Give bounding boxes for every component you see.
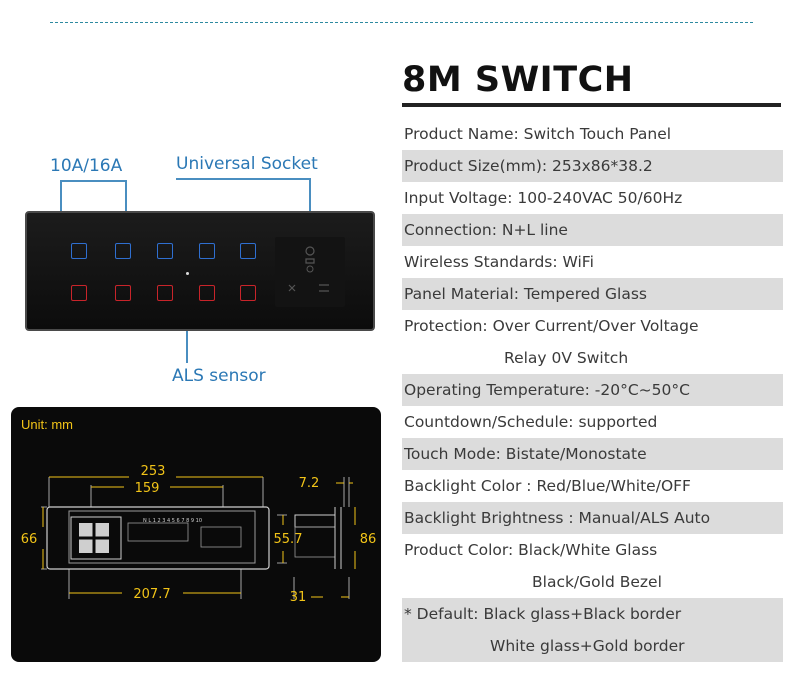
spec-row: Product Size(mm): 253x86*38.2	[402, 150, 783, 182]
ext-line	[293, 577, 350, 599]
side-view	[294, 514, 336, 528]
switch-panel	[25, 211, 375, 331]
ext-line	[41, 506, 47, 570]
front-outline	[46, 506, 270, 570]
spec-row: Product Name: Switch Touch Panel	[404, 125, 672, 143]
board-block	[127, 522, 189, 542]
dim-253: 253	[141, 464, 166, 479]
spec-row-continued: Relay 0V Switch	[504, 349, 629, 367]
touch-key	[240, 285, 256, 301]
touch-key	[71, 243, 87, 259]
board-block	[200, 526, 242, 548]
spec-row-continued: Black/Gold Bezel	[532, 573, 662, 591]
spec-list: Product Name: Switch Touch Panel Product…	[402, 118, 783, 662]
touch-key	[240, 243, 256, 259]
touch-key	[71, 285, 87, 301]
callout-line	[125, 180, 127, 240]
title-underline	[402, 103, 781, 107]
inner-outline	[68, 510, 256, 564]
ext-line	[68, 569, 242, 599]
rating-callout: 10A/16A	[50, 156, 123, 176]
dim-86: 86	[360, 532, 377, 547]
callout-line	[176, 178, 310, 180]
board-label: N L 1 2 3 4 5 6 7 8 9 10	[143, 518, 202, 524]
als-callout: ALS sensor	[172, 366, 266, 386]
touch-key	[199, 285, 215, 301]
spec-row: * Default: Black glass+Black border	[402, 598, 783, 630]
dim-7: 7.2	[299, 476, 320, 491]
spec-row: Touch Mode: Bistate/Monostate	[402, 438, 783, 470]
callout-line	[60, 180, 62, 230]
spec-row: Input Voltage: 100-240VAC 50/60Hz	[404, 189, 683, 207]
spec-row: Backlight Brightness : Manual/ALS Auto	[402, 502, 783, 534]
callout-line	[309, 178, 311, 238]
socket-split	[79, 523, 109, 553]
touch-key	[157, 285, 173, 301]
touch-key	[157, 243, 173, 259]
spec-row: Countdown/Schedule: supported	[404, 413, 658, 431]
spec-row: Connection: N+L line	[402, 214, 783, 246]
dimension-drawing: Unit: mm N L 1 2 3 4 5 6 7 8 9 10	[11, 407, 381, 662]
callout-line	[60, 180, 126, 182]
dim-55: 55.7	[274, 532, 303, 547]
dim-31: 31	[290, 590, 307, 605]
socket-callout: Universal Socket	[176, 154, 318, 174]
universal-socket	[275, 237, 345, 307]
spec-row: Operating Temperature: -20°C~50°C	[402, 374, 783, 406]
als-sensor-dot	[186, 272, 189, 275]
dim-159: 159	[135, 481, 160, 496]
spec-row: Panel Material: Tempered Glass	[402, 278, 783, 310]
ext-line	[343, 477, 350, 507]
socket-icon	[288, 246, 329, 292]
spec-row-continued: White glass+Gold border	[402, 630, 783, 662]
side-view-glass	[334, 507, 342, 569]
touch-key	[115, 243, 131, 259]
page-title: 8M SWITCH	[402, 60, 634, 100]
spec-row: Product Color: Black/White Glass	[404, 541, 658, 559]
ext-line	[90, 485, 224, 507]
top-divider	[50, 22, 753, 23]
ext-line	[48, 477, 264, 507]
unit-label: Unit: mm	[21, 417, 73, 432]
spec-row: Protection: Over Current/Over Voltage	[404, 317, 699, 335]
dim-66: 66	[21, 532, 38, 547]
touch-key	[199, 243, 215, 259]
touch-key	[115, 285, 131, 301]
spec-row: Wireless Standards: WiFi	[404, 253, 594, 271]
spec-row: Backlight Color : Red/Blue/White/OFF	[404, 477, 691, 495]
socket-box	[70, 516, 122, 560]
dim-207: 207.7	[133, 587, 170, 602]
ext-line	[277, 514, 287, 564]
dimension-svg: N L 1 2 3 4 5 6 7 8 9 10 253	[21, 464, 377, 605]
